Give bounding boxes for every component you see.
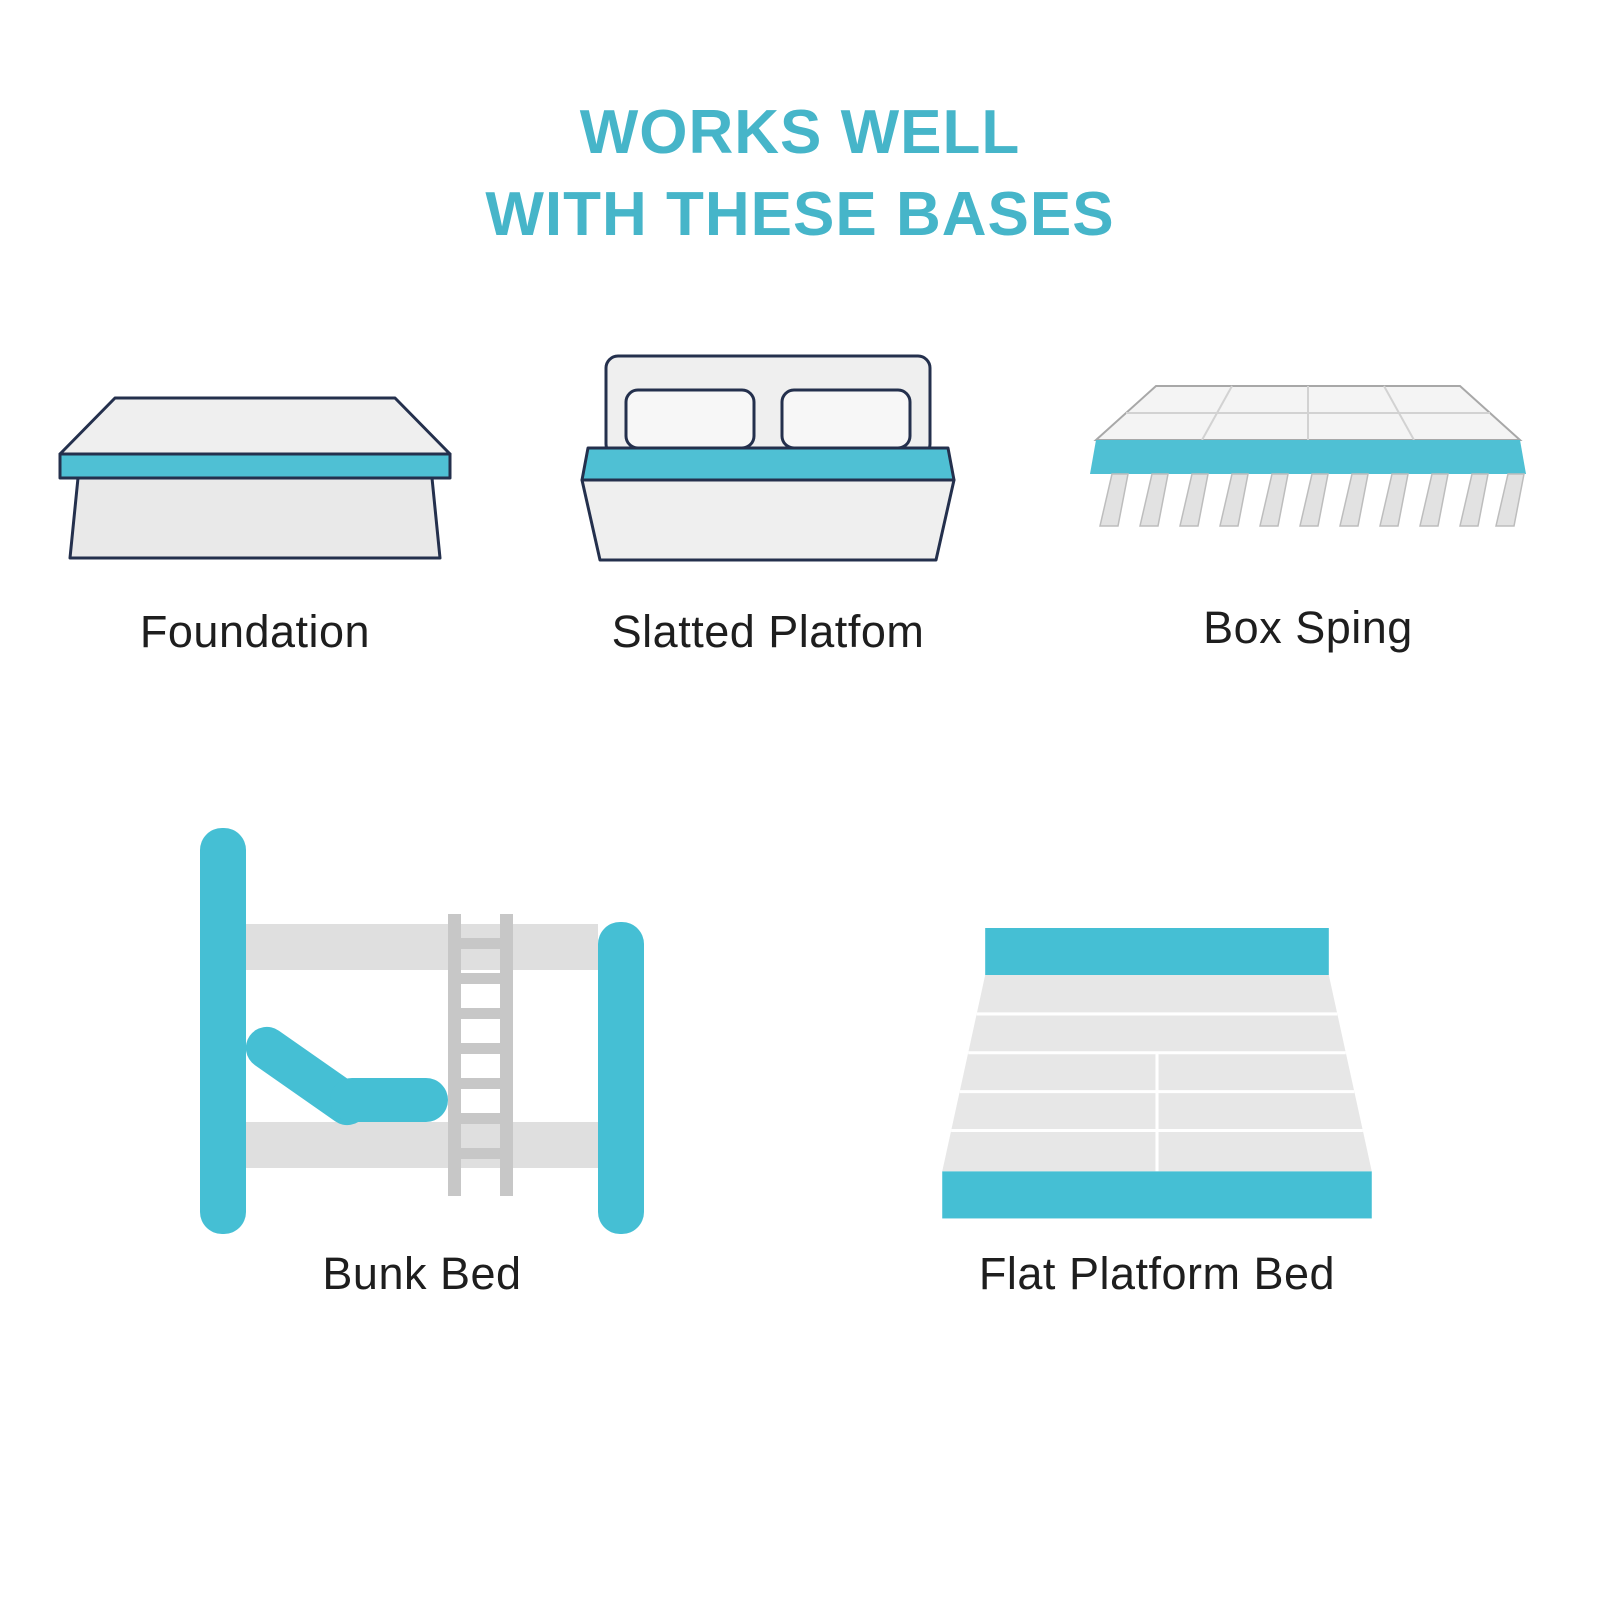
slatted-platform-icon (580, 354, 956, 562)
flat-platform-bed-illustration (932, 928, 1382, 1219)
foundation-illustration (40, 386, 470, 571)
box-spring-label: Box Sping (1203, 602, 1413, 653)
foundation-label: Foundation (139, 606, 371, 657)
bunk-bed-label: Bunk Bed (322, 1248, 522, 1299)
slatted-platform-illustration (558, 352, 978, 567)
bunk-bed-icon (200, 828, 644, 1234)
slatted-platform-label: Slatted Platfom (611, 606, 925, 657)
page-title-line2: WITH THESE BASES (485, 179, 1115, 249)
foundation-icon (58, 396, 452, 560)
box-spring-illustration (1088, 378, 1528, 563)
box-spring-icon (1090, 385, 1526, 527)
flat-platform-bed-icon (942, 928, 1372, 1219)
bunk-bed-illustration (182, 826, 662, 1236)
flat-platform-bed-label: Flat Platform Bed (978, 1248, 1336, 1299)
page-title-line1: WORKS WELL (579, 98, 1021, 167)
page-title: WORKS WELL WITH THESE BASES (0, 92, 1600, 256)
